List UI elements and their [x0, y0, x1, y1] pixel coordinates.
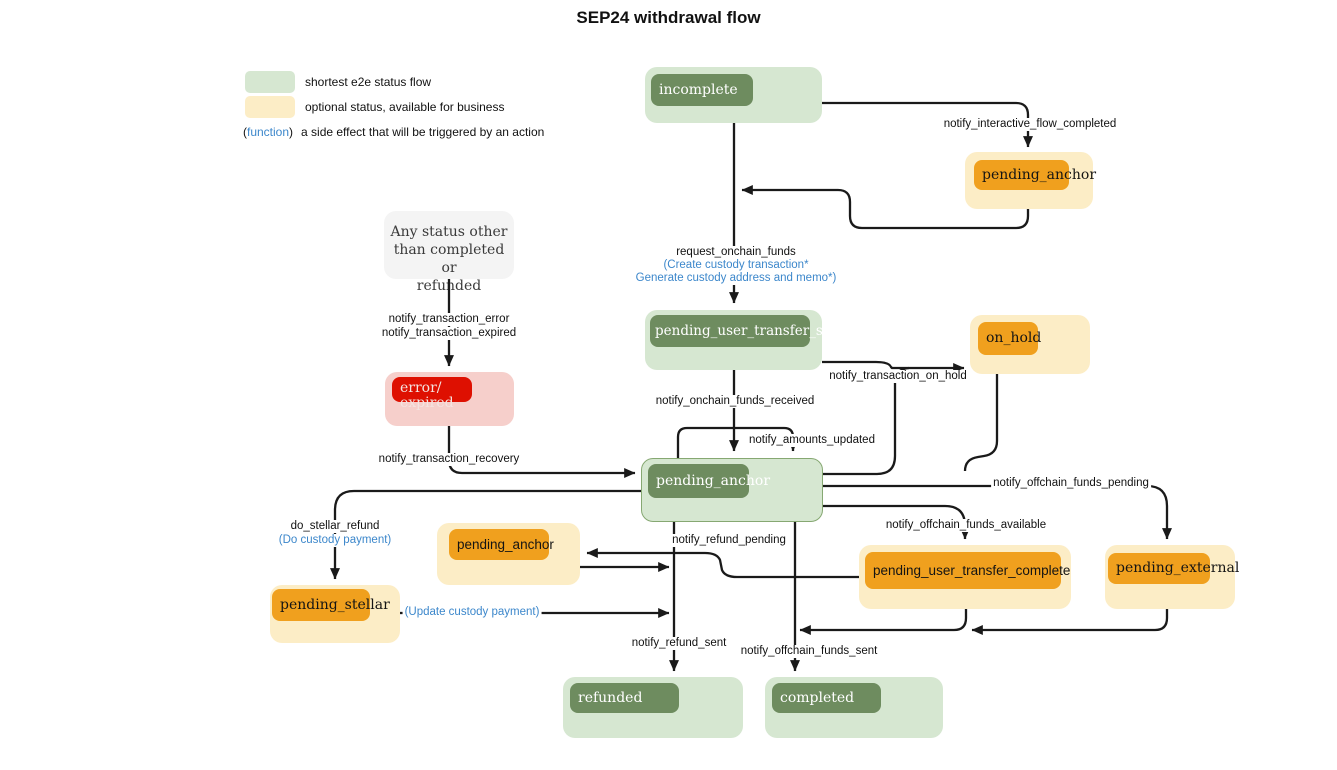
node-incomplete-label: incomplete: [651, 74, 753, 106]
edge-transaction-on-hold-merge: [823, 366, 910, 476]
label-generate-custody-address: Generate custody address and memo*): [633, 272, 839, 285]
edge-refund-pending: [586, 548, 859, 579]
legend-swatch-yellow: [245, 96, 295, 118]
label-refund-pending: notify_refund_pending: [670, 534, 788, 547]
edge-transaction-on-hold: [822, 360, 965, 373]
label-transaction-error: notify_transaction_error: [386, 313, 512, 326]
node-refunded: refunded: [563, 677, 743, 738]
node-pending-stellar-label: pending_stellar: [272, 589, 390, 621]
legend-function-word: function: [247, 125, 290, 139]
node-pending-user-transfer-start: pending_user_transfer_start: [645, 310, 848, 370]
node-pending-external: pending_external: [1105, 545, 1239, 609]
node-pending-anchor-main: pending_anchor: [641, 458, 823, 522]
edge-on-hold-to-available-merge: [963, 374, 999, 472]
edge-external-to-completed: [971, 609, 1169, 635]
label-transaction-recovery: notify_transaction_recovery: [376, 453, 522, 466]
legend-row-function: (function) a side effect that will be tr…: [243, 125, 544, 139]
label-offchain-funds-available: notify_offchain_funds_available: [883, 519, 1049, 532]
legend-function-token: (function): [243, 125, 293, 139]
label-do-custody-payment: (Do custody payment): [276, 534, 394, 547]
label-onchain-funds-received: notify_onchain_funds_received: [653, 395, 817, 408]
node-pending-anchor-main-label: pending_anchor: [648, 464, 770, 498]
node-pending-external-label: pending_external: [1108, 553, 1239, 584]
node-any-status: Any status other than completed or refun…: [384, 211, 514, 294]
legend-row-shortest-flow: shortest e2e status flow: [245, 71, 431, 93]
node-pending-user-transfer-start-label: pending_user_transfer_start: [650, 315, 848, 347]
legend-paren-close: ): [289, 125, 294, 139]
label-amounts-updated: notify_amounts_updated: [747, 434, 877, 447]
label-offchain-funds-sent: notify_offchain_funds_sent: [738, 645, 880, 658]
node-pending-stellar: pending_stellar: [270, 585, 400, 643]
label-update-custody-payment: (Update custody payment): [402, 606, 542, 619]
any-status-line2: than completed or: [393, 242, 505, 276]
legend-row-optional-status: optional status, available for business: [245, 96, 504, 118]
node-incomplete: incomplete: [645, 67, 822, 123]
node-error-expired-label: error/ expired: [392, 377, 472, 411]
legend-label-function: a side effect that will be triggered by …: [301, 125, 545, 139]
edge-transfer-complete-to-completed: [799, 609, 968, 635]
node-completed-label: completed: [772, 683, 881, 713]
node-pending-anchor-optional-label: pending_anchor: [449, 529, 554, 560]
node-completed: completed: [765, 677, 943, 738]
legend-label-optional-status: optional status, available for business: [305, 100, 505, 114]
node-on-hold: on_hold: [970, 315, 1090, 374]
node-pending-anchor-top-label: pending_anchor: [974, 160, 1096, 190]
label-transaction-on-hold: notify_transaction_on_hold: [827, 370, 969, 383]
node-pending-anchor-top: pending_anchor: [965, 152, 1096, 209]
node-pending-anchor-optional: pending_anchor: [437, 523, 580, 585]
expired-line: expired: [400, 395, 454, 411]
label-offchain-funds-pending: notify_offchain_funds_pending: [991, 477, 1151, 490]
any-status-line3: refunded: [416, 278, 482, 294]
legend-label-shortest-flow: shortest e2e status flow: [305, 75, 432, 89]
node-pending-user-transfer-complete-label: pending_user_transfer_complete: [865, 552, 1070, 589]
node-pending-user-transfer-complete: pending_user_transfer_complete: [859, 545, 1071, 609]
diagram-title: SEP24 withdrawal flow: [576, 8, 761, 27]
label-interactive-flow-completed: notify_interactive_flow_completed: [941, 118, 1119, 131]
label-request-onchain-funds: request_onchain_funds: [674, 246, 798, 259]
node-error-expired: error/ expired: [385, 372, 514, 426]
node-on-hold-label: on_hold: [978, 322, 1041, 355]
error-line: error/: [400, 380, 442, 396]
legend-paren-open: (: [243, 125, 247, 139]
label-do-stellar-refund: do_stellar_refund: [288, 520, 382, 533]
label-refund-sent: notify_refund_sent: [629, 637, 729, 650]
label-create-custody-transaction: (Create custody transaction*: [661, 259, 811, 272]
node-refunded-label: refunded: [570, 683, 679, 713]
label-transaction-expired: notify_transaction_expired: [379, 327, 519, 340]
any-status-line1: Any status other: [390, 224, 508, 240]
legend-swatch-green: [245, 71, 295, 93]
